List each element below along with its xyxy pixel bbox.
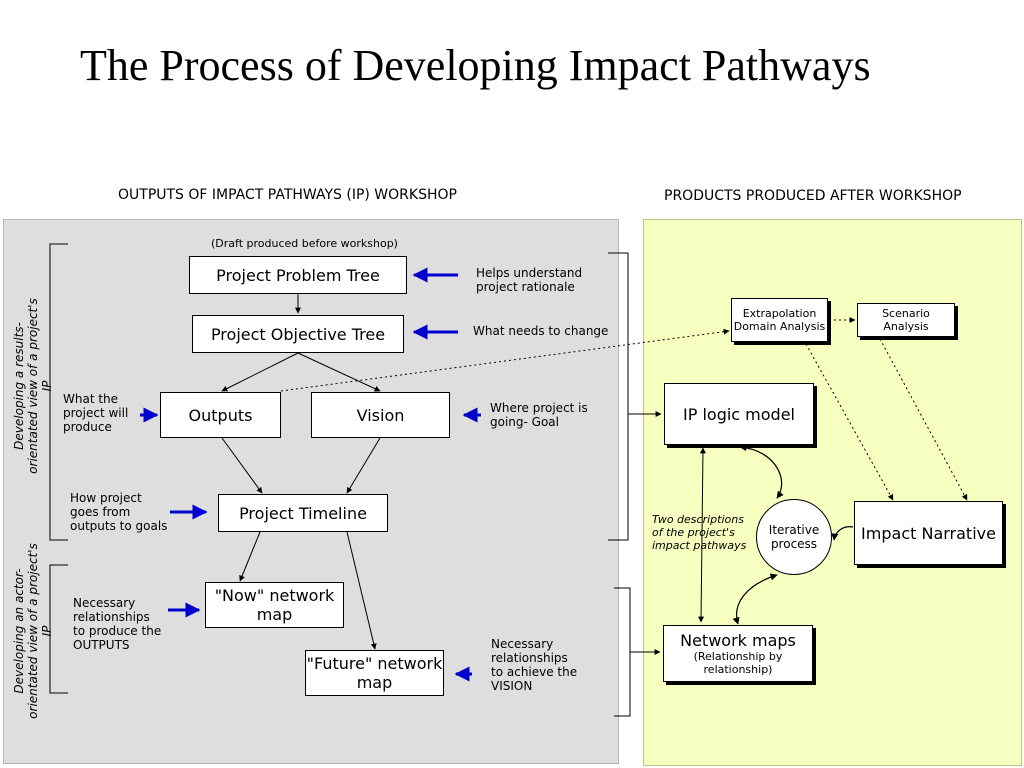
- future-map-note: Necessary relationships to achieve the V…: [491, 637, 578, 693]
- network-maps-label: Network maps: [680, 631, 796, 650]
- dotted-extrapolation-to-impact: [805, 343, 894, 501]
- section-header-products: PRODUCTS PRODUCED AFTER WORKSHOP: [664, 188, 962, 204]
- future-network-map-box: "Future" network map: [305, 650, 444, 696]
- flow-objective-to-outputs: [221, 352, 299, 392]
- problem-tree-note: Helps understand project rationale: [476, 266, 583, 294]
- extrapolation-box: Extrapolation Domain Analysis: [731, 298, 828, 342]
- flow-objective-to-vision: [297, 352, 381, 392]
- page-title: The Process of Developing Impact Pathway…: [80, 41, 871, 90]
- now-network-map-box: "Now" network map: [205, 582, 344, 628]
- now-map-note: Necessary relationships to produce the O…: [73, 596, 162, 652]
- ip-logic-network-link: [698, 447, 706, 623]
- impact-narrative-box: Impact Narrative: [854, 501, 1003, 565]
- brace-upper: [608, 252, 629, 541]
- flow-timeline-to-now: [239, 531, 261, 582]
- flow-timeline-to-future: [346, 531, 377, 650]
- objective-tree-box: Project Objective Tree: [192, 315, 404, 353]
- objective-tree-note: What needs to change: [473, 324, 609, 338]
- ip-logic-model-box: IP logic model: [664, 383, 814, 445]
- flow-outputs-to-timeline: [221, 437, 263, 494]
- curve-impact-to-circle: [831, 526, 854, 541]
- curve-circle-to-network: [732, 573, 778, 625]
- bracket-actor: [49, 564, 68, 694]
- network-maps-sublabel: (Relationship by relationship): [693, 650, 783, 676]
- curve-ip-logic-to-circle: [739, 443, 784, 499]
- brace-lower: [614, 587, 631, 717]
- network-maps-box: Network maps (Relationship by relationsh…: [663, 625, 813, 682]
- section-header-workshop: OUTPUTS OF IMPACT PATHWAYS (IP) WORKSHOP: [118, 187, 457, 203]
- timeline-note: How project goes from outputs to goals: [70, 491, 168, 533]
- iterative-process-circle: Iterative process: [756, 499, 832, 575]
- problem-tree-box: Project Problem Tree: [189, 256, 407, 294]
- dotted-scenario-to-impact: [879, 338, 968, 501]
- outputs-note: What the project will produce: [63, 392, 129, 434]
- outputs-box: Outputs: [160, 392, 281, 438]
- scenario-analysis-box: Scenario Analysis: [857, 303, 955, 337]
- flow-vision-to-timeline: [346, 437, 381, 494]
- vision-note: Where project is going- Goal: [490, 401, 588, 429]
- dotted-outputs-to-extrapolation: [280, 328, 730, 392]
- draft-note: (Draft produced before workshop): [211, 237, 398, 250]
- vision-box: Vision: [311, 392, 450, 438]
- two-descriptions-note: Two descriptions of the project's impact…: [652, 513, 747, 552]
- timeline-box: Project Timeline: [218, 494, 388, 532]
- bracket-results: [49, 243, 68, 541]
